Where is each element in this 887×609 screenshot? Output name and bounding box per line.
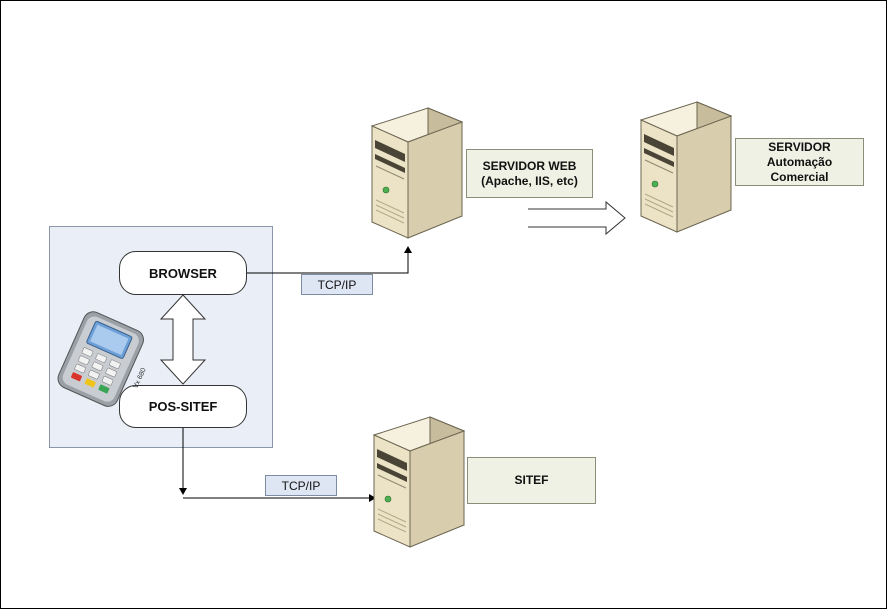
sitef-server-label: SITEF — [467, 457, 596, 504]
web-server-subtitle: (Apache, IIS, etc) — [481, 173, 578, 188]
web-server-label: SERVIDOR WEB (Apache, IIS, etc) — [466, 149, 593, 198]
terminal-model-label: Vx 680 — [132, 367, 147, 390]
pos-sitef-label: POS-SITEF — [148, 399, 218, 414]
web-server-title: SERVIDOR WEB — [482, 158, 577, 173]
automacao-server-icon — [639, 101, 733, 233]
web-to-automacao-arrow — [528, 200, 626, 236]
automacao-line1: SERVIDOR — [768, 139, 831, 154]
browser-pos-double-arrow — [159, 294, 207, 385]
pos-sitef-protocol-text: TCP/IP — [281, 478, 321, 493]
pos-sitef-protocol-tag: TCP/IP — [265, 475, 337, 496]
browser-to-web-connector — [247, 246, 412, 274]
pos-sitef-node: POS-SITEF — [119, 385, 247, 428]
sitef-title: SITEF — [514, 473, 549, 487]
automacao-line3: Comercial — [770, 169, 829, 184]
automacao-server-label: SERVIDOR Automação Comercial — [735, 138, 864, 186]
browser-node: BROWSER — [119, 251, 247, 295]
sitef-server-icon — [372, 416, 466, 548]
web-server-icon — [370, 107, 464, 239]
browser-web-protocol-tag: TCP/IP — [301, 274, 373, 295]
browser-label: BROWSER — [149, 265, 217, 281]
browser-web-protocol-text: TCP/IP — [317, 277, 357, 292]
automacao-line2: Automação — [766, 154, 833, 169]
pos-terminal-icon: Vx 680 — [57, 311, 148, 407]
